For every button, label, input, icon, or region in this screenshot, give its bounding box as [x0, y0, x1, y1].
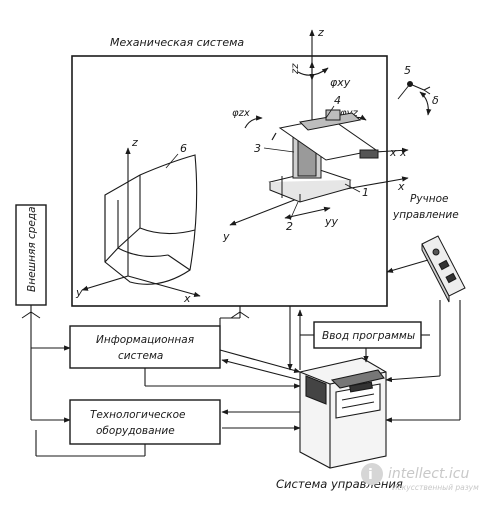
info-system-label-1: Информационная [96, 334, 194, 346]
robot-axis-xx: x x [389, 146, 407, 159]
manual-control-label-2: управление [392, 209, 459, 221]
control-console [299, 357, 387, 469]
watermark-tagline: Искусственный разум [392, 483, 479, 492]
label-number-5: 5 [404, 64, 411, 77]
program-input-box [313, 321, 422, 349]
external-env-label: Внешняя среда [26, 206, 38, 292]
leader-1 [344, 183, 361, 193]
robot-phi-zx: φzx [232, 108, 250, 119]
workspace-diagram [81, 147, 201, 297]
watermark-logo-letter: i [368, 467, 373, 483]
external-env-box [15, 204, 47, 306]
robot-phi-xy: φxy [330, 76, 351, 89]
label-number-4: 4 [334, 94, 341, 107]
label-number-3: 3 [254, 142, 261, 155]
workspace-axis-x: x [183, 292, 191, 305]
robot-axis-yy: yy [324, 215, 339, 228]
robot-axis-x: x [397, 180, 405, 193]
info-system-box [69, 325, 221, 369]
leader-2 [289, 201, 299, 221]
robot-axis-y: y [222, 230, 230, 243]
label-number-6-workspace: 6 [180, 142, 187, 155]
connection-lines [21, 259, 461, 457]
leader-4 [325, 105, 335, 119]
control-system-title: Система управления [276, 477, 403, 491]
robot-delta: δ [432, 94, 439, 107]
watermark: i intellect.icu Искусственный разум [361, 463, 479, 492]
mechanical-system-frame [71, 55, 388, 307]
info-system-label-2: система [118, 350, 163, 362]
manual-control-label-1: Ручное [410, 193, 449, 205]
program-input-label: Ввод программы [322, 330, 415, 342]
mechanical-system-title: Механическая система [110, 36, 244, 49]
object-5 [397, 81, 431, 100]
tech-equipment-label-1: Технологическое [90, 409, 186, 421]
leader-6 [165, 153, 179, 169]
watermark-logo [361, 463, 383, 485]
label-number-1: 1 [362, 186, 369, 199]
tech-equipment-label-2: оборудование [96, 425, 175, 437]
robot-manipulator [268, 109, 379, 203]
watermark-brand: intellect.icu [388, 466, 469, 482]
leader-3 [263, 147, 295, 153]
tech-equipment-box [69, 399, 221, 445]
robot-axis-z: z [317, 26, 324, 39]
manual-control-pendant [421, 235, 466, 303]
workspace-axis-y: y [75, 286, 83, 299]
workspace-axis-z: z [131, 136, 138, 149]
label-number-2: 2 [286, 220, 293, 233]
robot-axis-zz: zz [290, 63, 301, 75]
